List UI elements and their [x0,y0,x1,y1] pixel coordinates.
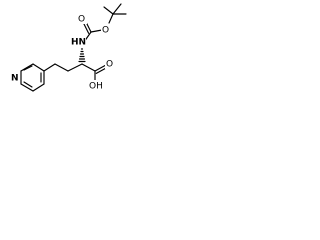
amine-nitrogen-label: HN [71,38,86,48]
bond-carbonyl-double-b [83,22,90,34]
bond-tbu-to-ester-oxygen [108,13,114,24]
bond-gamma-to-pyridine [43,63,56,72]
acid-carbonyl-oxygen-label: O [106,60,113,70]
ring-bond-c2-c3 [32,63,45,72]
bond-alpha-to-beta [67,63,83,72]
tert-butyl-group [103,3,127,24]
ring-bond-c5-c6 [20,83,34,92]
acid-hydroxyl-backdrop [88,80,104,91]
acid-carbonyl-oxygen-backdrop [105,58,115,69]
ring-inner-double-c5-c6 [23,81,33,88]
bond-tbu-methyl-left [103,6,114,15]
chemical-structure-diagram: HN O O O OH N [10,3,127,92]
acid-hydroxyl-label: OH [89,82,103,92]
ethylene-linker [43,63,83,72]
carbamate-group [83,21,103,43]
carbamate-ester-oxygen-backdrop [101,24,111,35]
carboxylic-acid-group [81,63,108,82]
bond-alpha-to-acid-carbon [81,63,96,72]
amine-label-backdrop [71,35,86,47]
bond-beta-to-gamma [54,63,69,72]
pyridine-ring [20,63,45,92]
bond-tbu-methyl-top [112,3,122,15]
carbamate-ester-oxygen-label: O [102,26,109,36]
alpha-carbon-center [78,48,86,63]
ring-bond-c4-c5 [32,83,45,92]
ring-inner-double-n1-c2 [23,65,33,71]
pyridine-nitrogen-backdrop [10,72,20,83]
bond-ester-oxygen-to-carbonyl-carbon [90,29,103,33]
carbamate-carbonyl-oxygen-label: O [78,15,85,25]
pyridine-nitrogen-label: N [11,74,19,84]
bond-acid-carbonyl-a [94,64,107,72]
carbamate-carbonyl-oxygen-backdrop [77,13,87,24]
ring-bond-n1-c2 [20,63,34,72]
